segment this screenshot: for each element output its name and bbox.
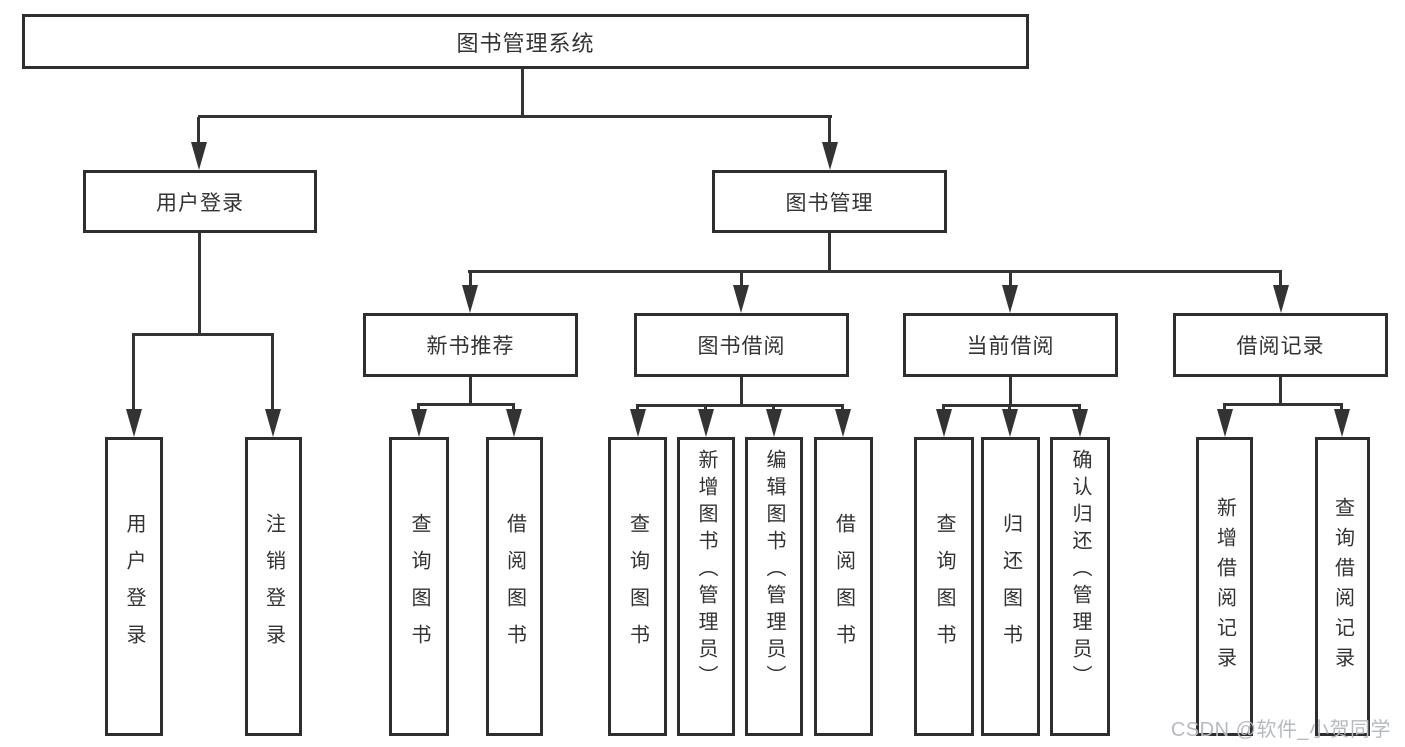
arrowhead-nbr-query-book: [411, 409, 427, 437]
node-new-book-rec-label: 新书推荐: [426, 335, 515, 358]
node-cb-query-book: 查询图书: [914, 437, 974, 736]
arrowhead-book-mgmt: [822, 142, 838, 170]
watermark: CSDN @软件_小贺同学: [1170, 719, 1391, 741]
connector-newbookrec-stem: [469, 377, 472, 405]
arrowhead-borrow-records: [1273, 285, 1289, 313]
node-cb-return-book-label: 归还图书: [999, 512, 1022, 661]
connector-bookmgmt-rail: [468, 270, 1282, 273]
connector-bookmgmt-drop-1: [469, 272, 472, 289]
node-bb-borrow-book-label: 借阅图书: [832, 512, 855, 661]
node-bb-borrow-book: 借阅图书: [814, 437, 873, 736]
node-book-mgmt-label: 图书管理: [785, 191, 874, 215]
node-cb-confirm-return: 确认归还（管理员）: [1050, 437, 1110, 736]
node-ul-logout-label: 注销登录: [262, 512, 285, 661]
arrowhead-bb-query-book: [630, 409, 646, 437]
arrowhead-cb-return-book: [1002, 409, 1018, 437]
node-bb-edit-book: 编辑图书（管理员）: [745, 437, 803, 736]
node-bb-edit-book-label: 编辑图书（管理员）: [763, 449, 785, 692]
node-nbr-query-book-label: 查询图书: [408, 512, 430, 661]
node-nbr-borrow-book: 借阅图书: [486, 437, 543, 736]
arrowhead-ul-user-login: [126, 409, 142, 437]
connector-userlogin-stem: [198, 233, 201, 335]
node-br-query-record-label: 查询借阅记录: [1331, 496, 1354, 677]
arrowhead-cb-query-book: [936, 409, 952, 437]
node-bb-add-book-label: 新增图书（管理员）: [695, 449, 717, 692]
arrowhead-new-book-rec: [462, 285, 478, 313]
connector-bookborrow-rail: [636, 404, 844, 407]
connector-bookmgmt-drop-3: [1009, 272, 1012, 289]
node-br-query-record: 查询借阅记录: [1315, 437, 1370, 736]
arrowhead-bb-edit-book: [766, 409, 782, 437]
node-ul-logout: 注销登录: [245, 437, 302, 736]
node-book-mgmt: 图书管理: [712, 170, 947, 233]
connector-root-drop-user-login: [197, 117, 200, 147]
node-nbr-query-book: 查询图书: [389, 437, 449, 736]
node-br-add-record: 新增借阅记录: [1196, 437, 1253, 736]
arrowhead-ul-logout: [265, 409, 281, 437]
arrowhead-cb-confirm-return: [1072, 409, 1088, 437]
node-borrow-records: 借阅记录: [1173, 313, 1388, 377]
arrowhead-user-login: [191, 142, 207, 170]
connector-bookmgmt-drop-2: [740, 272, 743, 289]
node-bb-query-book: 查询图书: [608, 437, 667, 736]
connector-borrowrecords-rail: [1223, 403, 1343, 406]
arrowhead-br-query-record: [1334, 409, 1350, 437]
connector-root-rail: [198, 115, 832, 118]
connector-bookborrow-stem: [740, 377, 743, 406]
node-nbr-borrow-book-label: 借阅图书: [503, 512, 526, 661]
connector-userlogin-drop-2: [271, 335, 274, 413]
node-bb-add-book: 新增图书（管理员）: [677, 437, 735, 736]
node-root: 图书管理系统: [22, 14, 1029, 69]
node-current-borrow: 当前借阅: [903, 313, 1118, 377]
connector-userlogin-drop-1: [132, 335, 135, 413]
connector-bookmgmt-drop-4: [1279, 272, 1282, 289]
node-br-add-record-label: 新增借阅记录: [1213, 496, 1236, 677]
node-cb-confirm-return-label: 确认归还（管理员）: [1069, 449, 1091, 692]
node-book-borrow: 图书借阅: [634, 313, 849, 377]
connector-root-stem: [521, 69, 524, 117]
node-ul-user-login-label: 用户登录: [123, 512, 145, 661]
node-root-label: 图书管理系统: [456, 30, 595, 56]
node-bb-query-book-label: 查询图书: [626, 512, 649, 661]
connector-currentborrow-rail: [942, 404, 1081, 407]
connector-bookmgmt-stem: [828, 233, 831, 272]
arrowhead-bb-borrow-book: [835, 409, 851, 437]
arrowhead-book-borrow: [733, 285, 749, 313]
node-borrow-records-label: 借阅记录: [1236, 335, 1325, 358]
connector-newbookrec-rail: [417, 403, 515, 406]
connector-userlogin-rail: [132, 333, 274, 336]
connector-root-drop-book-mgmt: [828, 117, 831, 147]
arrowhead-nbr-borrow-book: [506, 409, 522, 437]
node-user-login: 用户登录: [83, 170, 317, 233]
connector-currentborrow-stem: [1009, 377, 1012, 406]
connector-borrowrecords-stem: [1279, 377, 1282, 405]
node-new-book-rec: 新书推荐: [363, 313, 578, 377]
node-ul-user-login: 用户登录: [105, 437, 163, 736]
arrowhead-bb-add-book: [698, 409, 714, 437]
node-book-borrow-label: 图书借阅: [697, 335, 786, 358]
node-cb-query-book-label: 查询图书: [933, 512, 955, 661]
node-user-login-label: 用户登录: [156, 191, 244, 215]
arrowhead-br-add-record: [1217, 409, 1233, 437]
node-cb-return-book: 归还图书: [981, 437, 1040, 736]
node-current-borrow-label: 当前借阅: [966, 335, 1055, 358]
arrowhead-current-borrow: [1002, 285, 1018, 313]
